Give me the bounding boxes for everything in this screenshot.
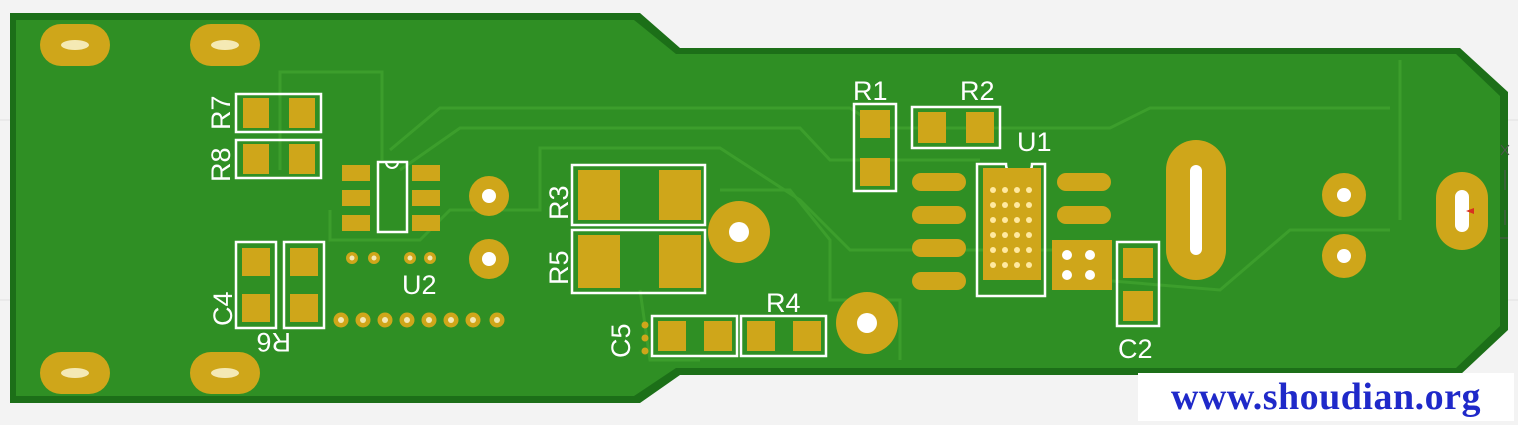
component-r8 xyxy=(234,138,323,180)
component-r2 xyxy=(910,105,1002,150)
component-r5 xyxy=(570,228,707,295)
u1-left-pads xyxy=(912,173,966,290)
pin-header-row xyxy=(333,312,505,328)
slot-pad-right xyxy=(1436,172,1488,250)
label-r5: R5 xyxy=(544,250,574,285)
label-r3: R3 xyxy=(544,185,574,220)
component-u1 xyxy=(975,162,1047,298)
label-r7: R7 xyxy=(206,95,236,130)
label-u1: U1 xyxy=(1017,127,1052,157)
component-c5 xyxy=(641,314,739,358)
slot-pad xyxy=(1166,140,1226,280)
label-c2: C2 xyxy=(1118,334,1153,364)
component-r7 xyxy=(234,92,323,134)
component-c4 xyxy=(234,240,278,330)
label-r2: R2 xyxy=(960,76,995,106)
site-watermark: www.shoudian.org xyxy=(1138,373,1514,421)
component-u2 xyxy=(342,160,440,264)
vias-left xyxy=(469,176,509,279)
u1-right-pads xyxy=(1052,173,1112,290)
component-r4 xyxy=(739,314,828,358)
label-c5: C5 xyxy=(606,323,636,358)
label-u2: U2 xyxy=(402,270,437,300)
silkscreen-labels: R7 R8 C4 R6 U2 R3 R5 C5 R4 R1 R2 U1 C2 xyxy=(206,76,1153,364)
copper-traces xyxy=(278,60,1402,362)
label-r6: R6 xyxy=(256,327,291,357)
label-c4: C4 xyxy=(208,291,238,326)
mounting-pads xyxy=(40,24,260,394)
label-r4: R4 xyxy=(766,288,801,318)
component-r6 xyxy=(282,240,326,330)
component-c2 xyxy=(1115,240,1161,328)
vias-right xyxy=(1322,173,1366,278)
component-r3 xyxy=(570,163,707,227)
label-r8: R8 xyxy=(206,147,236,182)
vias-large xyxy=(708,201,898,354)
component-r1 xyxy=(852,102,898,193)
edge-marks xyxy=(1500,144,1510,239)
label-r1: R1 xyxy=(853,76,888,106)
